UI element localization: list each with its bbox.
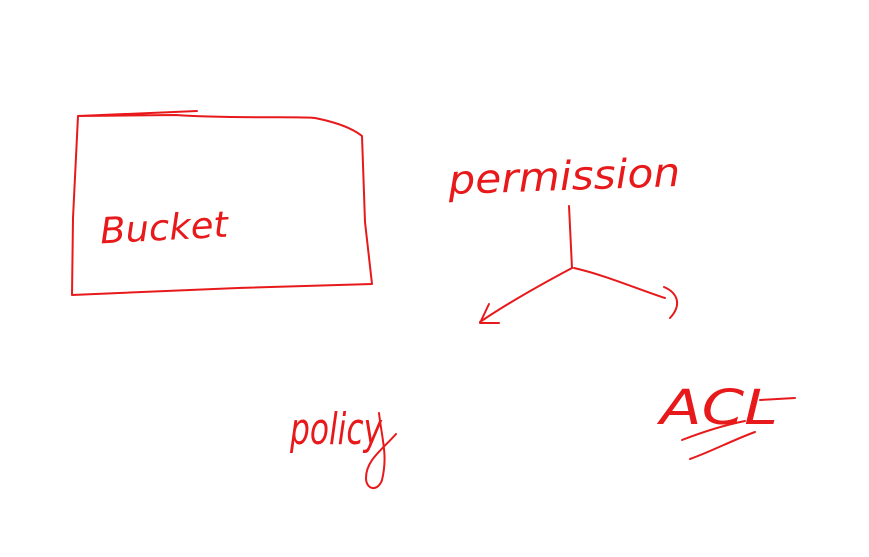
arrow-branch-right [573,267,666,299]
arrow-stem [568,205,573,269]
bucket-label: Bucket [99,205,231,253]
policy-tail-stroke [365,412,397,489]
arrow-head-right [663,286,679,319]
acl-l-stroke [759,397,796,401]
acl-underline-2 [689,431,756,460]
arrow-branch-left [479,267,573,323]
permission-label: permission [446,150,681,204]
acl-label: ACL [656,380,778,436]
acl-underline-1 [681,420,746,441]
policy-label: policy [289,404,382,455]
arrow-head-left [479,303,500,324]
bucket-box [71,110,373,296]
